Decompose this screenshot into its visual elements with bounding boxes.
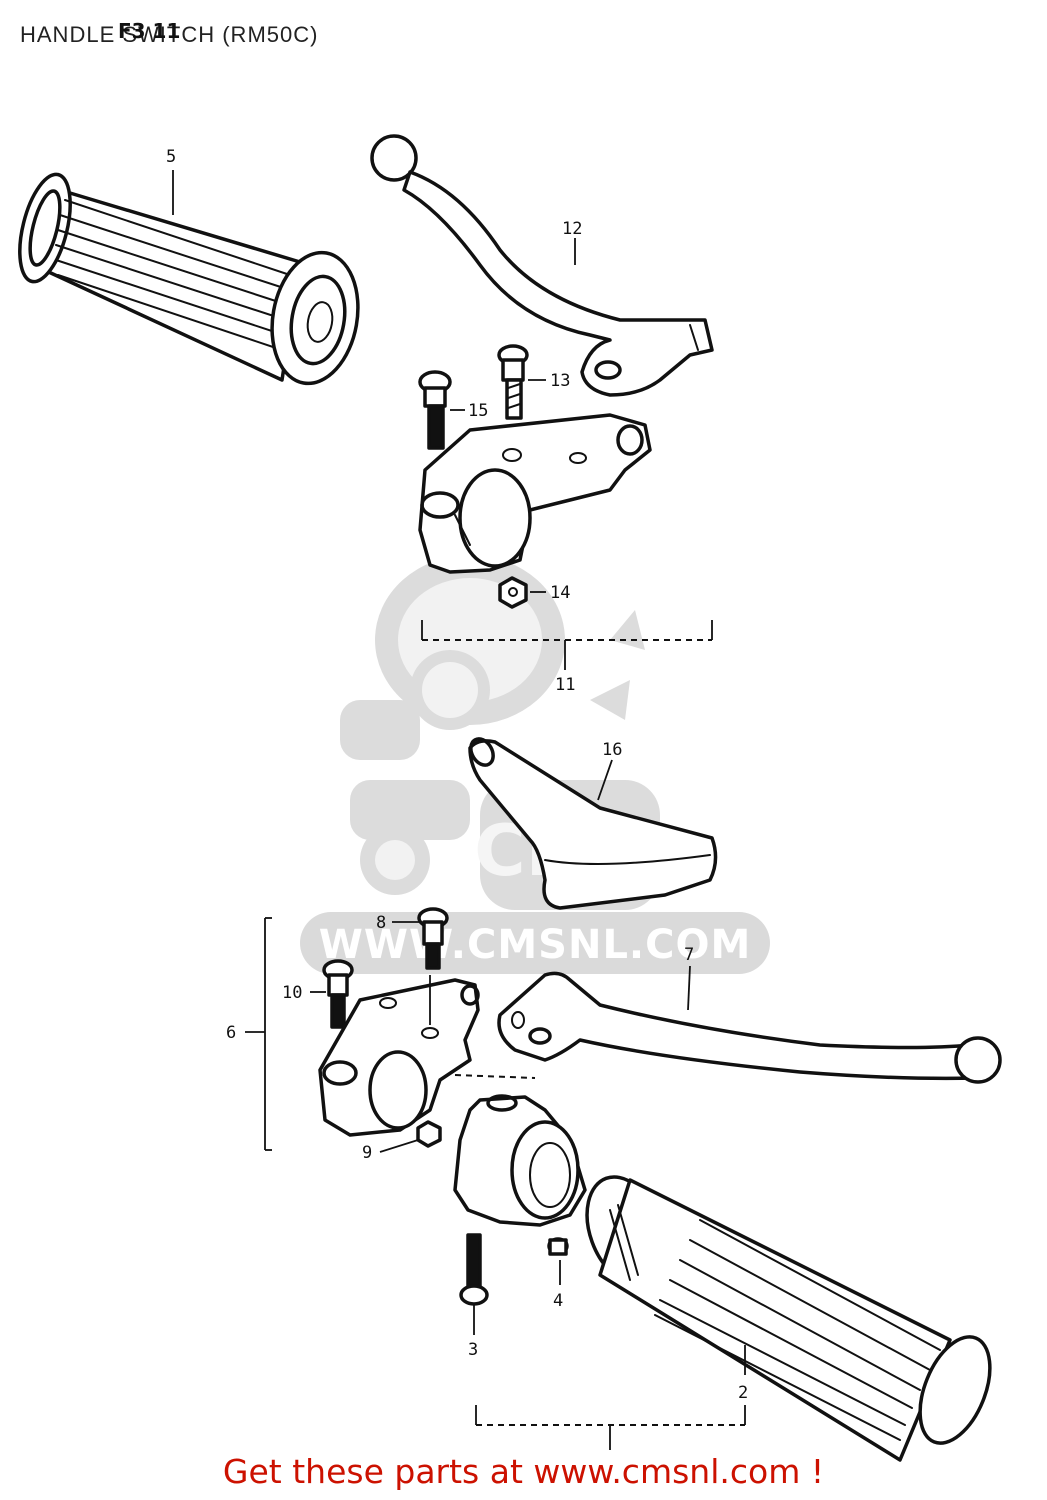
part-2-throttle-grip xyxy=(585,1175,992,1462)
part-8-screw xyxy=(417,907,449,970)
callout-11: 11 xyxy=(555,675,575,695)
part-10-screw xyxy=(322,959,354,1029)
part-9-nut xyxy=(416,1120,442,1148)
callout-14: 14 xyxy=(550,583,570,603)
callout-16: 16 xyxy=(602,740,622,760)
part-13-screw xyxy=(497,344,529,420)
watermark-banner xyxy=(300,912,770,974)
watermark-url: WWW.CMSNL.COM xyxy=(319,922,752,968)
callout-4: 4 xyxy=(553,1291,563,1311)
part-5-left-grip xyxy=(18,172,360,386)
footer-link-text[interactable]: Get these parts at www.cmsnl.com ! xyxy=(222,1452,825,1491)
part-16-lever-cover xyxy=(468,737,718,910)
cmsnl-watermark: CMS WWW.CMSNL.COM xyxy=(300,555,770,974)
callout-12: 12 xyxy=(562,219,582,239)
header-mark: F3 11 xyxy=(118,19,180,43)
assembly-6-bracket xyxy=(245,917,272,1151)
callout-2: 2 xyxy=(738,1383,748,1403)
callout-5: 5 xyxy=(166,147,176,167)
callout-3: 3 xyxy=(468,1340,478,1360)
callout-10: 10 xyxy=(282,983,302,1003)
part-4-nut xyxy=(547,1237,569,1256)
part-15-screw xyxy=(418,370,452,450)
part-14-nut xyxy=(498,576,528,609)
assembly-1-bracket xyxy=(475,1405,746,1450)
part-6-lower-clamp xyxy=(318,975,536,1137)
part-12-upper-lever xyxy=(370,134,714,397)
callout-13: 13 xyxy=(550,371,570,391)
callout-8: 8 xyxy=(376,913,386,933)
callout-6: 6 xyxy=(226,1023,236,1043)
part-3-screw xyxy=(459,1233,489,1306)
callout-15: 15 xyxy=(468,401,488,421)
assembly-11-bracket xyxy=(421,620,713,670)
callout-7: 7 xyxy=(684,945,694,965)
diagram-title: HANDLE SWITCH (RM50C) xyxy=(20,22,319,47)
part-1-throttle-housing xyxy=(453,1094,587,1227)
part-7-lower-lever xyxy=(497,971,1002,1084)
callout-9: 9 xyxy=(362,1143,372,1163)
part-11-upper-clamp xyxy=(418,413,652,574)
